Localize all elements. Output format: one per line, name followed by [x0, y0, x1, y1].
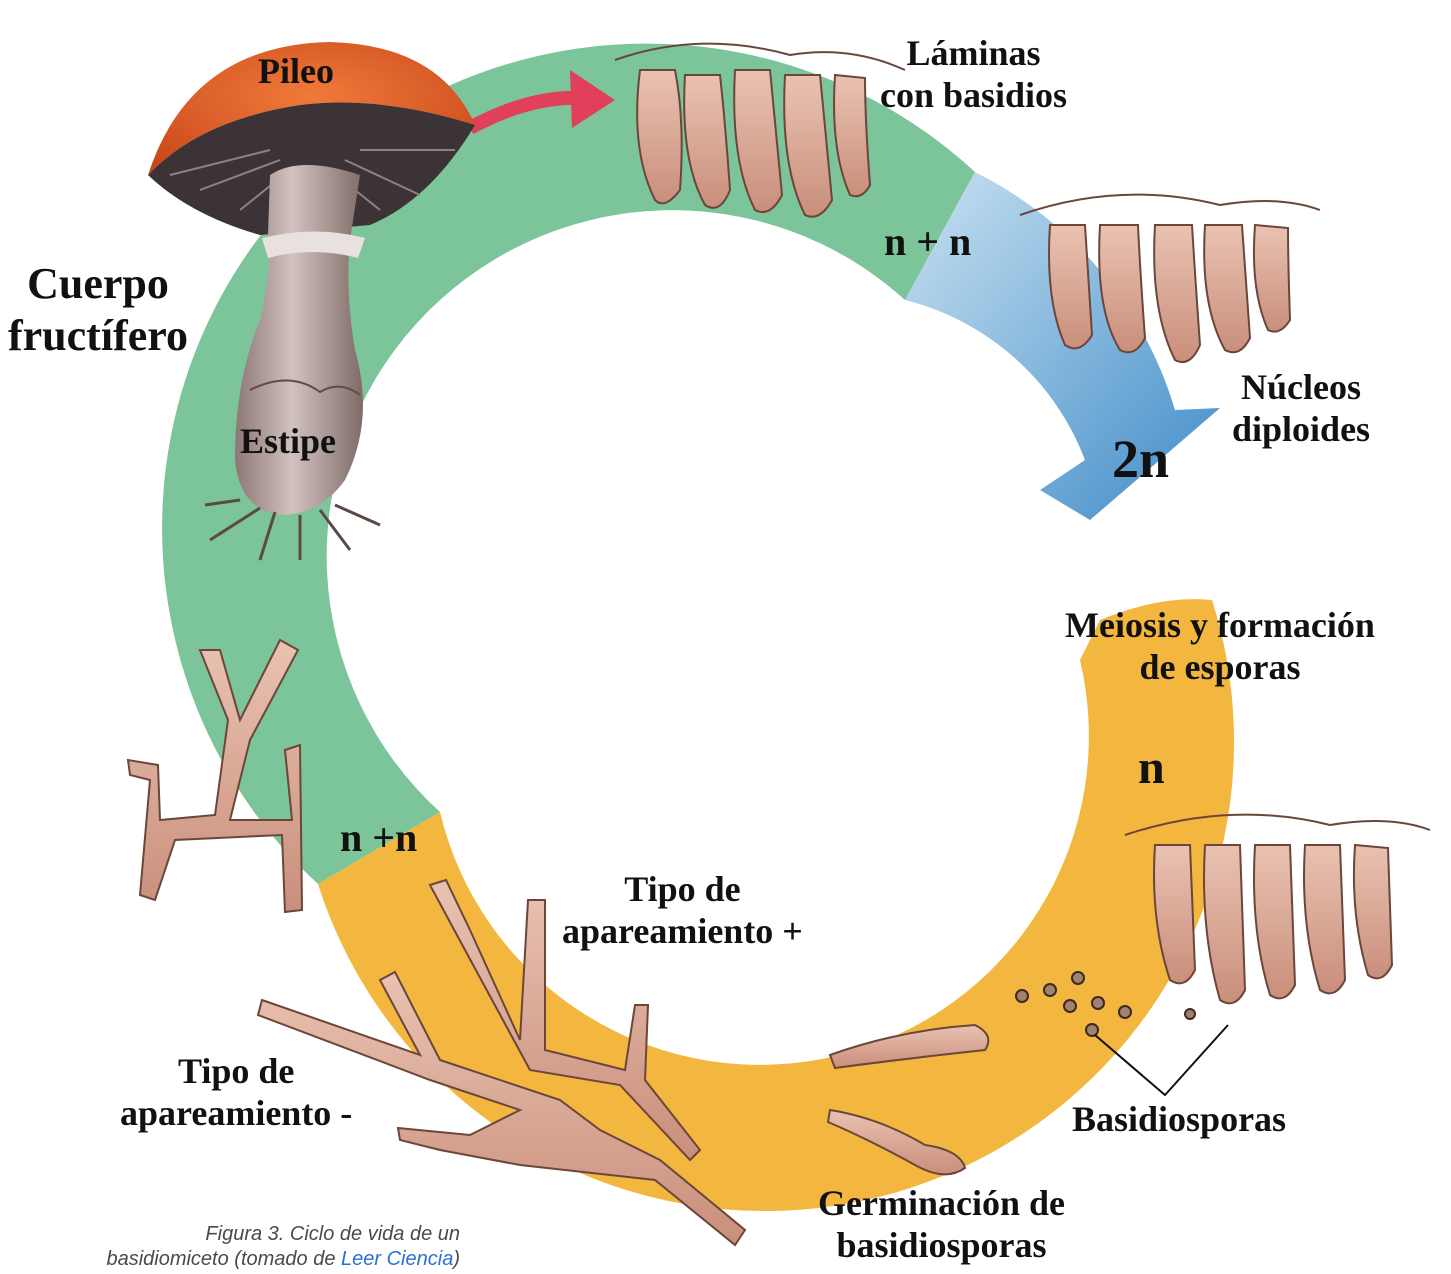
label-nucleos-line1: Núcleos [1232, 366, 1370, 408]
label-tipo-apareamiento-plus: Tipo de apareamiento + [562, 868, 803, 953]
label-meiosis-line2: de esporas [1065, 646, 1375, 688]
label-ploidy-2n: 2n [1112, 428, 1169, 492]
label-tipo-minus-line2: apareamiento - [120, 1092, 352, 1134]
label-meiosis: Meiosis y formación de esporas [1065, 604, 1375, 689]
label-basidiosporas: Basidiosporas [1072, 1098, 1286, 1140]
label-nucleos-line2: diploides [1232, 408, 1370, 450]
label-germinacion: Germinación de basidiosporas [818, 1182, 1065, 1267]
caption-line1: Figura 3. Ciclo de vida de un [20, 1222, 460, 1247]
caption-line2-suffix: ) [453, 1248, 460, 1270]
label-ploidy-left: n +n [340, 814, 417, 861]
label-tipo-plus-line2: apareamiento + [562, 910, 803, 952]
label-nucleos-diploides: Núcleos diploides [1232, 366, 1370, 451]
caption-line2-prefix: basidiomiceto (tomado de [106, 1248, 341, 1270]
basidia-cluster-right [1020, 195, 1320, 362]
label-cuerpo-line1: Cuerpo [8, 258, 188, 310]
label-tipo-plus-line1: Tipo de [562, 868, 803, 910]
label-ploidy-n: n [1138, 740, 1165, 797]
label-pileo: Pileo [258, 50, 334, 92]
caption-source-link[interactable]: Leer Ciencia [341, 1248, 453, 1270]
label-tipo-minus-line1: Tipo de [120, 1050, 352, 1092]
caption-line2: basidiomiceto (tomado de Leer Ciencia) [20, 1247, 460, 1272]
label-cuerpo-fructifero: Cuerpo fructífero [8, 258, 188, 362]
label-germinacion-line2: basidiosporas [818, 1224, 1065, 1266]
label-tipo-apareamiento-minus: Tipo de apareamiento - [120, 1050, 352, 1135]
label-meiosis-line1: Meiosis y formación [1065, 604, 1375, 646]
label-ploidy-top: n + n [884, 218, 971, 265]
figure-caption: Figura 3. Ciclo de vida de un basidiomic… [20, 1222, 460, 1272]
label-germinacion-line1: Germinación de [818, 1182, 1065, 1224]
basidia-cluster-top [615, 44, 905, 217]
label-laminas-line1: Láminas [880, 32, 1067, 74]
label-cuerpo-line2: fructífero [8, 310, 188, 362]
label-estipe: Estipe [240, 420, 336, 462]
label-laminas-line2: con basidios [880, 74, 1067, 116]
label-laminas: Láminas con basidios [880, 32, 1067, 117]
